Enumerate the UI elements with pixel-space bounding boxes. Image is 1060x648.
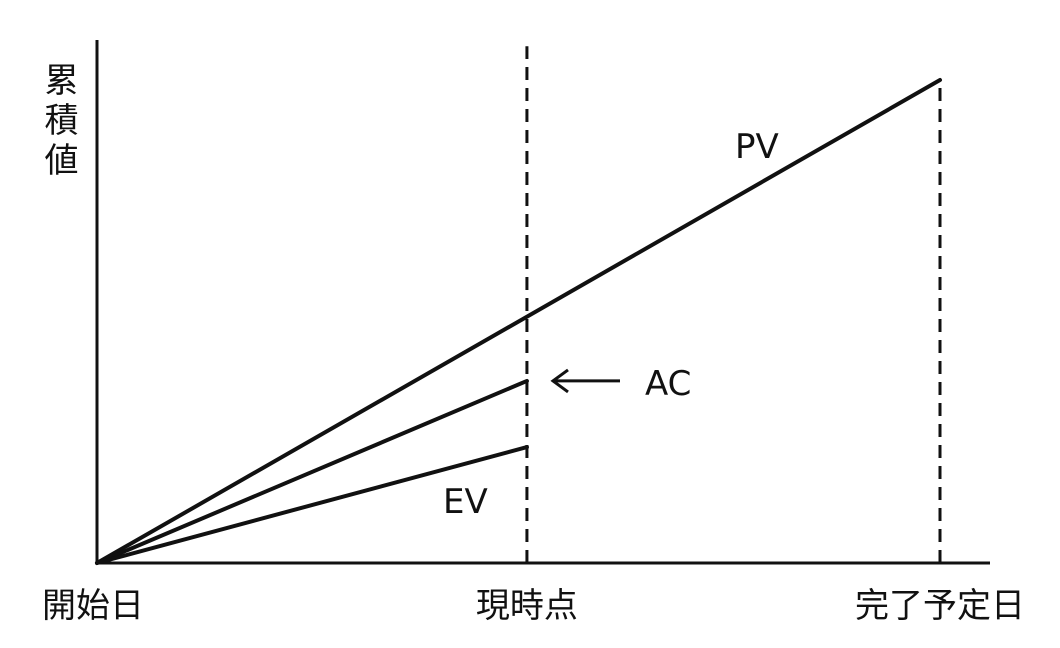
series-label-pv: PV (735, 127, 779, 167)
series-line-ac (95, 378, 529, 565)
y-axis-label: 累積値 (38, 62, 78, 182)
series-label-ev: EV (443, 482, 488, 522)
series-line-ev (95, 445, 529, 565)
x-tick-label: 現時点 (476, 586, 578, 626)
series-line-pv (95, 78, 942, 565)
x-tick-label: 完了予定日 (855, 586, 1025, 626)
arrow-head (550, 368, 569, 394)
x-tick-label: 開始日 (42, 586, 144, 626)
series-label-ac: AC (645, 364, 691, 404)
